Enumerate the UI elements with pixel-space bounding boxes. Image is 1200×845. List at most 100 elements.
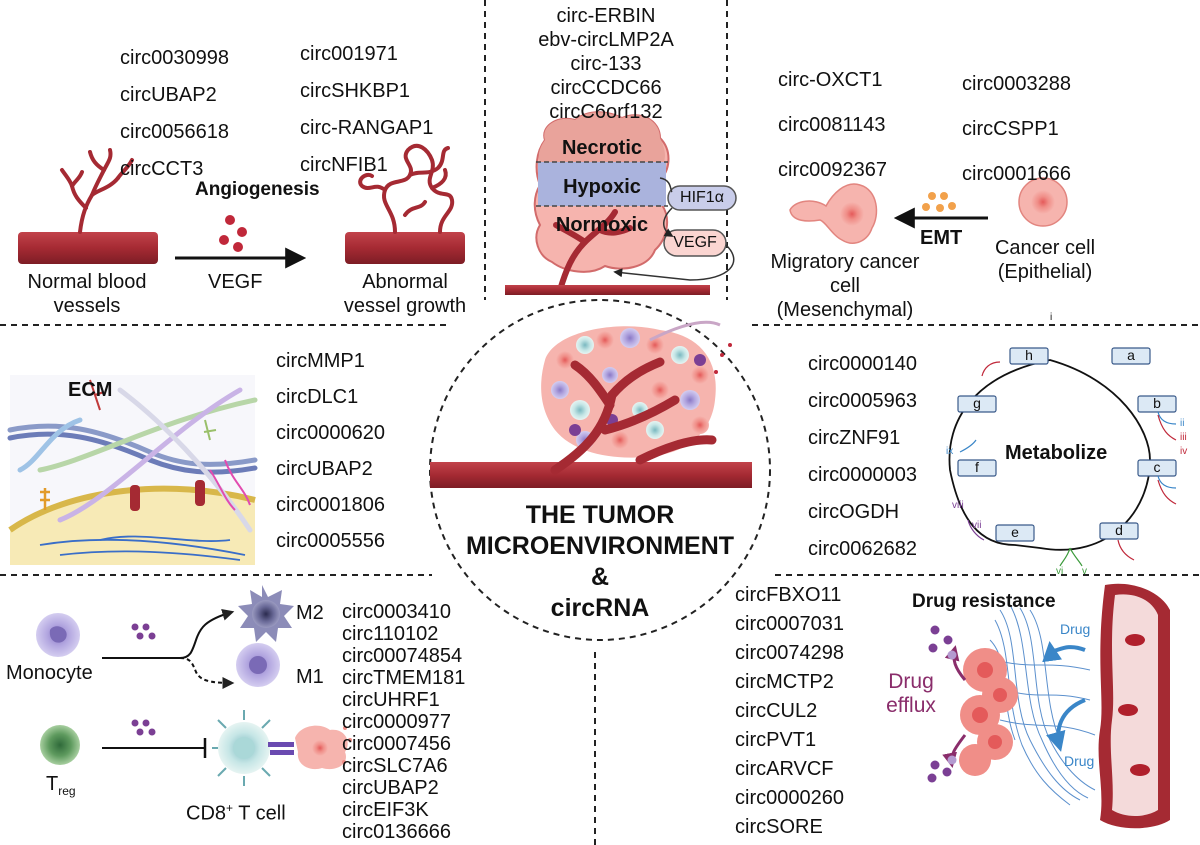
center-title-line: MICROENVIRONMENT (465, 532, 735, 560)
emt-title: EMT (920, 227, 963, 249)
treg-label-sub: reg (58, 784, 76, 798)
abnormal-vessel-label-line1: Abnormal (362, 271, 448, 293)
abnormal-vessel-illustration (345, 143, 465, 264)
cycle-marker-ix: ix (946, 446, 954, 457)
cycle-marker-iv: iv (1180, 446, 1188, 457)
ecm-illustration (7, 375, 258, 565)
cycle-node-c: c (1153, 459, 1161, 475)
circ-label: circ0062682 (808, 538, 917, 560)
circ-label: circ001971 (300, 43, 398, 65)
drug-efflux-label-line2: efflux (886, 694, 936, 717)
cycle-node-h: h (1025, 347, 1033, 363)
normal-vessel-label-line1: Normal blood (27, 271, 147, 293)
drug-circ-list: circFBXO11 circ0007031 circ0074298 circM… (735, 581, 844, 842)
cycle-marker-iii: iii (1180, 432, 1187, 443)
circ-label: circ-RANGAP1 (300, 117, 434, 139)
target-tumor-cell-illustration (295, 725, 352, 770)
cd8-label-main: CD8 (186, 802, 227, 825)
circ-label: circ0056618 (120, 121, 229, 143)
circ-label: circSORE (735, 816, 823, 838)
circ-label: circOGDH (808, 501, 900, 523)
circ-label: circ0000140 (808, 353, 917, 375)
hif1a-label: HIF1α (680, 189, 724, 206)
m1-macrophage-illustration (236, 643, 280, 687)
vegf-dots-illustration (219, 215, 247, 252)
cycle-marker-viii: viii (952, 500, 964, 511)
m2-label: M2 (296, 602, 324, 624)
m2-macrophage-illustration (238, 585, 294, 642)
circ-label: circ0000003 (808, 464, 917, 486)
cd8-label-rest: T cell (233, 802, 286, 825)
cycle-marker-i: i (1050, 312, 1053, 323)
drug-efflux-label-line1: Drug (888, 670, 934, 693)
m1-label: M1 (296, 666, 324, 688)
circ-label: circUBAP2 (120, 84, 217, 106)
circ-label: circ0007031 (735, 613, 844, 635)
circ-label: circ-ERBIN (556, 5, 656, 27)
center-title-line: THE TUMOR (525, 501, 675, 529)
drug-resistance-title: Drug resistance (912, 591, 1056, 612)
ecm-circ-list: circMMP1 circDLC1 circ0000620 circUBAP2 … (276, 343, 385, 559)
emt-circ-list-left: circ-OXCT1 circ0081143 circ0092367 (778, 58, 887, 193)
circ-label: circ0000620 (276, 422, 385, 444)
circ-label: circNFIB1 (300, 154, 388, 176)
circ-label: circFBXO11 (735, 584, 842, 606)
circ-label: circ-OXCT1 (778, 69, 883, 91)
circ-label: circ0074298 (735, 642, 844, 664)
circ-label: circ0000260 (735, 787, 844, 809)
cycle-node-a: a (1127, 347, 1135, 363)
ecm-title: ECM (68, 379, 113, 401)
circ-label: circ0003288 (962, 73, 1071, 95)
center-title-line: & (590, 563, 610, 591)
cycle-node-g: g (973, 395, 981, 411)
epithelial-cell-illustration (1018, 177, 1068, 227)
hypoxic-zone-label: Hypoxic (563, 176, 641, 198)
normal-vessel-illustration (18, 148, 158, 264)
circ-label: circMMP1 (276, 350, 365, 372)
migratory-cell-illustration (789, 183, 878, 244)
circ-label: circ-133 (570, 53, 642, 75)
circ-label: circ0000977 (342, 711, 451, 733)
migratory-cell-label-line1: Migratory cancer (770, 251, 920, 273)
cd8-t-cell-label: CD8+ T cell (186, 796, 286, 826)
circ-label: circSLC7A6 (342, 755, 448, 777)
circ-label: circ0001806 (276, 494, 385, 516)
normal-vessel-label-line2: vessels (53, 295, 121, 317)
circ-label: circ0136666 (342, 821, 451, 843)
circ-label: ebv-circLMP2A (538, 29, 674, 51)
circ-label: circCCDC66 (550, 77, 662, 99)
cycle-node-d: d (1115, 522, 1123, 538)
circ-label: circCSPP1 (962, 118, 1059, 140)
cycle-marker-vii: vii (972, 520, 982, 531)
cd8-label-sup: + (226, 801, 234, 815)
abnormal-vessel-label-line2: vessel growth (343, 295, 467, 317)
cycle-node-f: f (975, 459, 979, 475)
circ-label: circ0007456 (342, 733, 451, 755)
hypoxia-vegf-label: VEGF (673, 234, 717, 251)
center-title: THE TUMOR MICROENVIRONMENT & circRNA (400, 500, 800, 624)
cancer-cell-label-line1: Cancer cell (994, 237, 1096, 259)
angiogenesis-circ-list-right: circ001971 circSHKBP1 circ-RANGAP1 circN… (300, 36, 433, 184)
metabolic-cycle-illustration (948, 347, 1177, 567)
drug-label-top: Drug (1060, 621, 1091, 637)
angiogenesis-circ-list-left: circ0030998 circUBAP2 circ0056618 circCC… (120, 40, 229, 188)
cancer-cell-label-line2: (Epithelial) (997, 261, 1093, 283)
vegf-label: VEGF (208, 271, 263, 293)
monocyte-label: Monocyte (6, 662, 93, 684)
circ-label: circ0003410 (342, 601, 451, 623)
hypoxia-circ-list: circ-ERBIN ebv-circLMP2A circ-133 circCC… (486, 4, 726, 124)
treg-label: Treg (46, 772, 76, 803)
angiogenesis-title: Angiogenesis (195, 179, 320, 200)
circ-label: circEIF3K (342, 799, 429, 821)
center-title-line: circRNA (550, 594, 650, 622)
circ-label: circUBAP2 (276, 458, 373, 480)
cycle-marker-v: v (1082, 566, 1087, 577)
migratory-cell-label-line2: cell (829, 275, 860, 297)
drug-label-bottom: Drug (1064, 753, 1095, 769)
drug-resistance-illustration (927, 583, 1170, 829)
migratory-cell-label-line3: (Mesenchymal) (776, 299, 914, 321)
emt-circ-list-right: circ0003288 circCSPP1 circ0001666 (962, 62, 1071, 197)
circ-label: circSHKBP1 (300, 80, 411, 102)
circ-label: circDLC1 (276, 386, 359, 408)
